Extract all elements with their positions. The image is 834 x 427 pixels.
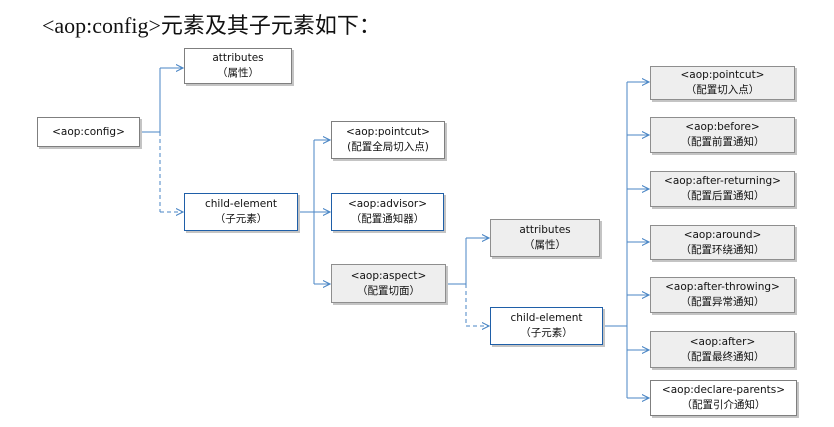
node-label: <aop:after-throwing> <box>665 281 780 293</box>
node-label: <aop:advisor> <box>347 198 428 210</box>
node-aspect-child-element: child-element （子元素） <box>490 307 603 345</box>
page-title: <aop:config>元素及其子元素如下： <box>42 13 381 38</box>
node-label: child-element <box>204 198 277 210</box>
node-label: <aop:after-returning> <box>664 175 781 187</box>
node-label: attributes <box>519 224 571 236</box>
node-aop-aspect: <aop:aspect> （配置切面） <box>331 264 446 303</box>
node-sublabel: （配置通知器） <box>350 213 425 225</box>
node-sublabel: （子元素） <box>214 213 268 225</box>
node-label: <aop:config> <box>52 125 125 138</box>
node-label: attributes <box>212 52 264 64</box>
node-label: child-element <box>510 312 583 324</box>
node-aop-pointcut-global: <aop:pointcut> (配置全局切入点) <box>331 121 445 159</box>
node-attributes: attributes （属性） <box>184 48 292 84</box>
node-sublabel: （属性） <box>217 67 259 79</box>
node-label: <aop:pointcut> <box>680 69 765 81</box>
node-aop-pointcut: <aop:pointcut> （配置切入点） <box>650 66 795 100</box>
node-aop-after: <aop:after> （配置最终通知） <box>650 331 795 368</box>
node-label: <aop:around> <box>683 228 762 241</box>
node-label: <aop:declare-parents> <box>661 384 786 396</box>
node-aop-around: <aop:around> （配置环绕通知） <box>650 225 795 260</box>
node-sublabel: （配置最终通知） <box>680 350 765 363</box>
node-aop-declare-parents: <aop:declare-parents> （配置引介通知） <box>650 380 797 416</box>
node-label: <aop:pointcut> <box>346 126 430 138</box>
node-sublabel: （配置异常通知） <box>680 296 765 308</box>
node-aop-after-throwing: <aop:after-throwing> （配置异常通知） <box>650 277 795 313</box>
node-aop-advisor: <aop:advisor> （配置通知器） <box>331 193 444 231</box>
node-child-element: child-element （子元素） <box>184 193 298 231</box>
node-label: <aop:after> <box>689 335 756 348</box>
node-sublabel: （配置前置通知） <box>680 136 765 148</box>
node-aop-before: <aop:before> （配置前置通知） <box>650 117 795 153</box>
node-sublabel: (配置全局切入点) <box>347 141 429 153</box>
node-sublabel: （配置后置通知） <box>680 190 765 202</box>
node-aop-config: <aop:config> <box>37 117 140 147</box>
node-sublabel: （配置切面） <box>357 284 420 297</box>
node-sublabel: （属性） <box>524 239 566 251</box>
node-aop-after-returning: <aop:after-returning> （配置后置通知） <box>650 171 795 207</box>
node-aspect-attributes: attributes （属性） <box>490 219 600 257</box>
node-sublabel: （配置环绕通知） <box>680 243 765 256</box>
node-sublabel: （配置引介通知） <box>681 399 766 411</box>
node-sublabel: （配置切入点） <box>685 84 760 96</box>
node-label: <aop:before> <box>685 121 760 133</box>
node-label: <aop:aspect> <box>350 269 427 282</box>
node-sublabel: （子元素） <box>520 327 573 339</box>
